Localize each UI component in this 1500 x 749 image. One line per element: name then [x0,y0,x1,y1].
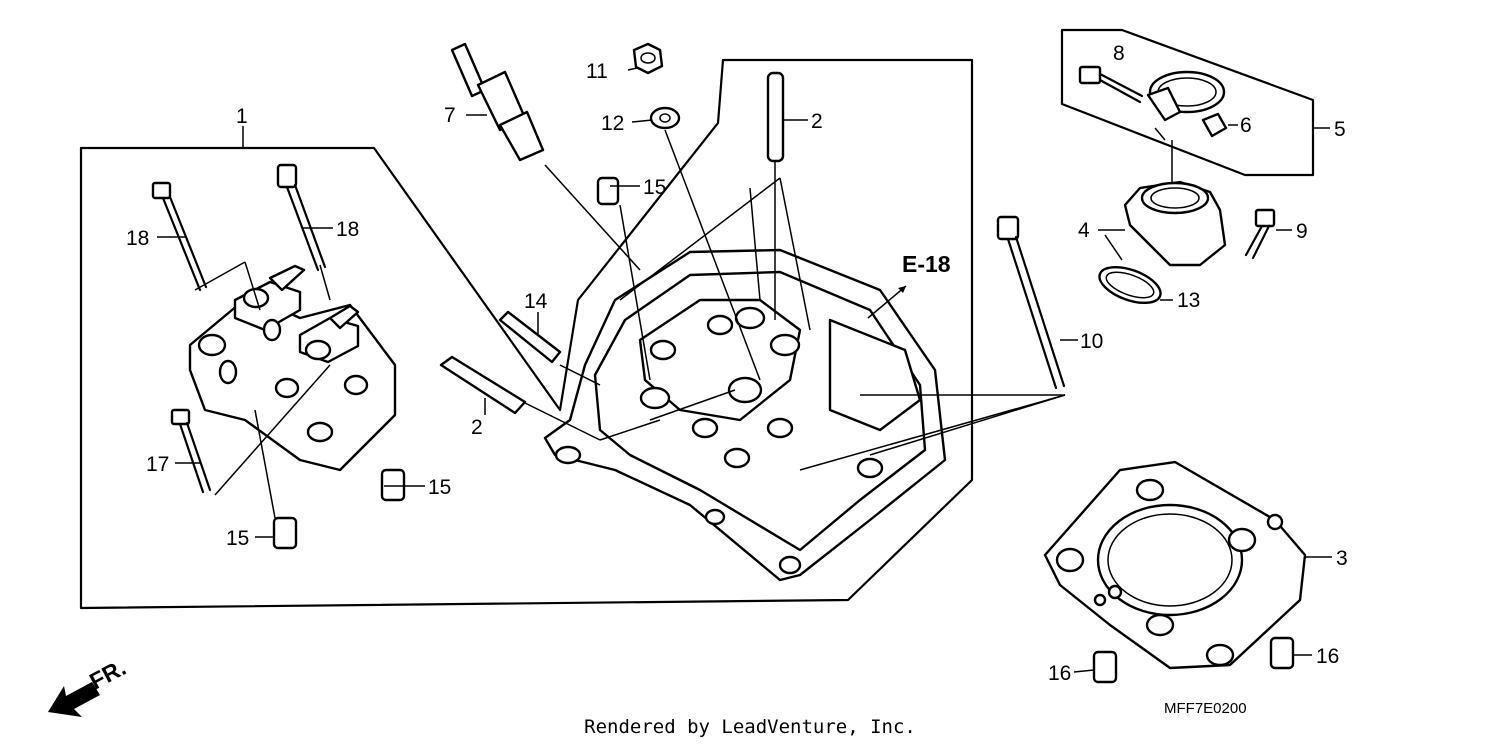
callout-5: 5 [1334,118,1346,141]
reference-e18: E-18 [902,251,951,277]
bolt-9 [1244,208,1276,260]
group-outline-main [79,58,974,610]
callout-labels: 1 2 2 3 4 5 6 7 8 9 10 11 12 13 14 15 15… [126,42,1348,685]
callout-16b: 16 [1316,645,1339,668]
head-gasket-3 [1043,460,1307,670]
nut-11 [632,42,664,75]
bolt-8 [1078,65,1144,104]
bolt-10 [996,215,1066,390]
callout-1: 1 [236,105,248,128]
callout-10: 10 [1080,330,1103,353]
front-arrow-icon: FR. [48,654,130,717]
callout-15a: 15 [643,176,666,199]
clamp-nut-6 [1201,112,1228,138]
callout-15b: 15 [428,476,451,499]
pin-2-top [766,71,785,163]
diagram-code: MFF7E0200 [1164,700,1247,717]
callout-14: 14 [524,290,548,313]
rocker-arm-holder [188,264,397,472]
group-outline-clamp [1060,28,1315,177]
dowel-15-b [380,468,406,502]
callout-6: 6 [1240,114,1252,137]
bolt-17 [170,408,212,494]
callout-13: 13 [1177,289,1200,312]
callout-15c: 15 [226,527,249,550]
callout-8: 8 [1113,42,1125,65]
callout-18a: 18 [126,227,149,250]
callout-2b: 2 [471,416,483,439]
cylinder-head [543,248,947,582]
o-ring-13 [1098,265,1162,305]
dowel-16-a [1092,650,1118,684]
dowel-16-b [1269,636,1295,670]
callout-9: 9 [1296,220,1308,243]
callout-3: 3 [1336,547,1348,570]
stud-14 [498,310,562,364]
bolt-18-left [151,181,208,292]
washer-12 [649,106,681,130]
spark-plug-7 [450,42,545,162]
dowel-15-a [596,176,620,206]
insulator-4 [1123,180,1227,267]
bolt-18-right [276,163,327,272]
callout-11: 11 [586,60,608,83]
callout-4: 4 [1078,219,1090,242]
callout-16a: 16 [1048,662,1071,685]
clamp-band [1146,70,1226,122]
leader-lines [157,67,1332,673]
callout-7: 7 [444,104,456,127]
callout-17: 17 [146,453,169,476]
pin-2-left [439,355,527,415]
callout-18b: 18 [336,218,359,241]
footer-credit: Rendered by LeadVenture, Inc. [584,716,916,738]
dowel-15-c [272,516,298,550]
callout-2a: 2 [811,110,823,133]
callout-12: 12 [601,112,624,135]
